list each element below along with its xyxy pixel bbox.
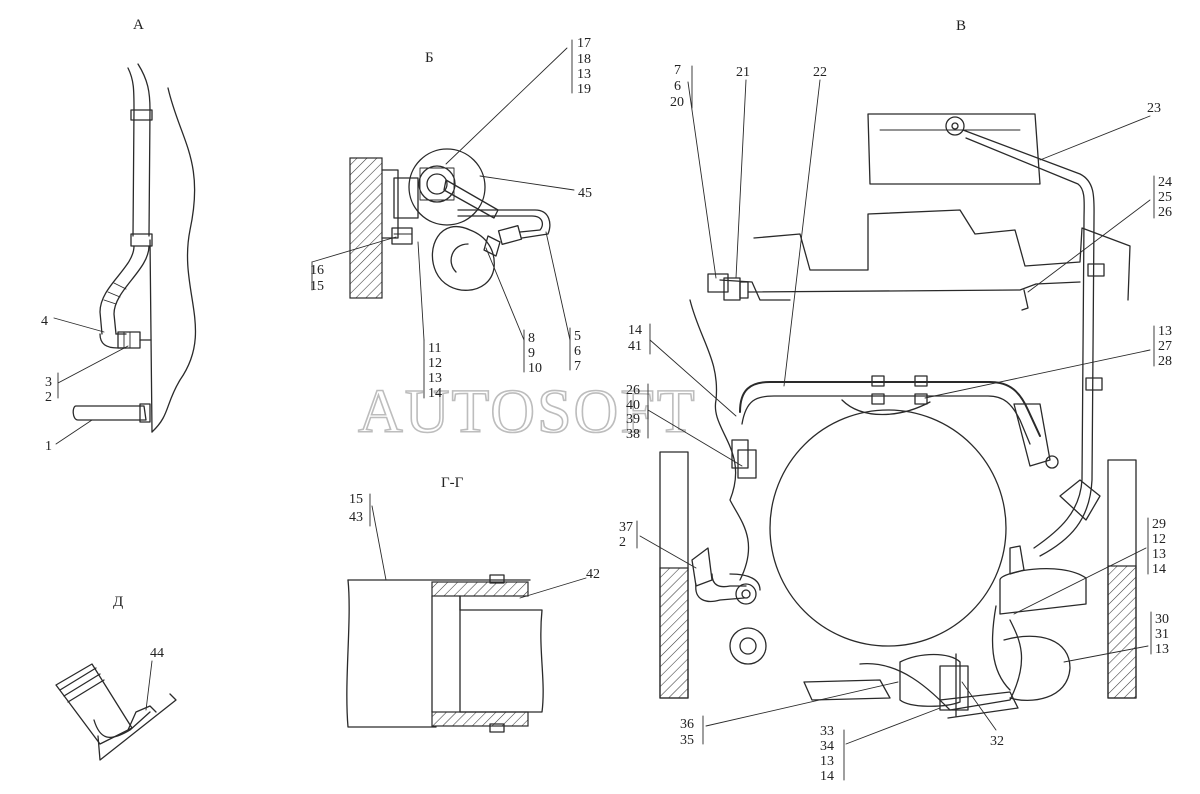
- label-v-13c: 13: [1155, 642, 1169, 657]
- label-v-22: 22: [813, 65, 827, 80]
- label-g-43: 43: [349, 510, 363, 525]
- label-v-14b: 14: [1152, 562, 1166, 577]
- label-v-20: 20: [670, 95, 684, 110]
- label-v-28: 28: [1158, 354, 1172, 369]
- label-a-1: 1: [45, 439, 52, 454]
- label-b-45: 45: [578, 186, 592, 201]
- label-v-13d: 13: [820, 754, 834, 769]
- label-v-13a: 13: [1158, 324, 1172, 339]
- label-v-27: 27: [1158, 339, 1172, 354]
- watermark: AUTOSOFT: [358, 378, 697, 446]
- label-v-40: 40: [626, 398, 640, 413]
- view-a-title: А: [133, 17, 144, 33]
- label-b-14: 14: [428, 386, 442, 401]
- label-b-17: 17: [577, 36, 591, 51]
- label-v-23: 23: [1147, 101, 1161, 116]
- label-v-24: 24: [1158, 175, 1172, 190]
- view-b-title: Б: [425, 50, 434, 66]
- view-b-drawing: Б: [311, 39, 575, 399]
- label-b-15: 15: [310, 279, 324, 294]
- label-a-3: 3: [45, 375, 52, 390]
- label-b-11: 11: [428, 341, 441, 356]
- label-a-4: 4: [41, 314, 48, 329]
- view-d-title: Д: [113, 594, 123, 610]
- label-b-6: 6: [574, 344, 581, 359]
- label-v-38: 38: [626, 427, 640, 442]
- label-v-25: 25: [1158, 190, 1172, 205]
- label-b-19: 19: [577, 82, 591, 97]
- label-v-37: 37: [619, 520, 633, 535]
- label-v-35: 35: [680, 733, 694, 748]
- view-a-drawing: А: [53, 17, 197, 445]
- view-gg-drawing: Г-Г: [346, 475, 587, 733]
- view-gg-title: Г-Г: [441, 475, 464, 491]
- label-v-31: 31: [1155, 627, 1169, 642]
- view-v-title: В: [956, 18, 966, 34]
- view-d-drawing: Д: [55, 594, 177, 761]
- label-v-33: 33: [820, 724, 834, 739]
- view-v-drawing: В: [636, 18, 1155, 781]
- label-b-13: 13: [577, 67, 591, 82]
- label-a-2: 2: [45, 390, 52, 405]
- label-b-10: 10: [528, 361, 542, 376]
- label-b-13b: 13: [428, 371, 442, 386]
- label-v-36: 36: [680, 717, 694, 732]
- label-b-7: 7: [574, 359, 581, 374]
- label-b-5: 5: [574, 329, 581, 344]
- label-v-26b: 26: [626, 383, 640, 398]
- label-v-6: 6: [674, 79, 681, 94]
- label-b-9: 9: [528, 346, 535, 361]
- label-v-34: 34: [820, 739, 834, 754]
- label-v-29: 29: [1152, 517, 1166, 532]
- label-g-15: 15: [349, 492, 363, 507]
- label-d-44: 44: [150, 646, 164, 661]
- label-v-21: 21: [736, 65, 750, 80]
- label-v-39: 39: [626, 412, 640, 427]
- label-v-14c: 14: [820, 769, 834, 784]
- label-g-42: 42: [586, 567, 600, 582]
- label-v-13b: 13: [1152, 547, 1166, 562]
- label-v-2: 2: [619, 535, 626, 550]
- label-v-32: 32: [990, 734, 1004, 749]
- label-v-12: 12: [1152, 532, 1166, 547]
- label-v-41: 41: [628, 339, 642, 354]
- label-v-14: 14: [628, 323, 642, 338]
- label-b-18: 18: [577, 52, 591, 67]
- label-b-8: 8: [528, 331, 535, 346]
- label-b-16: 16: [310, 263, 324, 278]
- label-v-26: 26: [1158, 205, 1172, 220]
- label-b-12: 12: [428, 356, 442, 371]
- label-v-30: 30: [1155, 612, 1169, 627]
- label-v-7: 7: [674, 63, 681, 78]
